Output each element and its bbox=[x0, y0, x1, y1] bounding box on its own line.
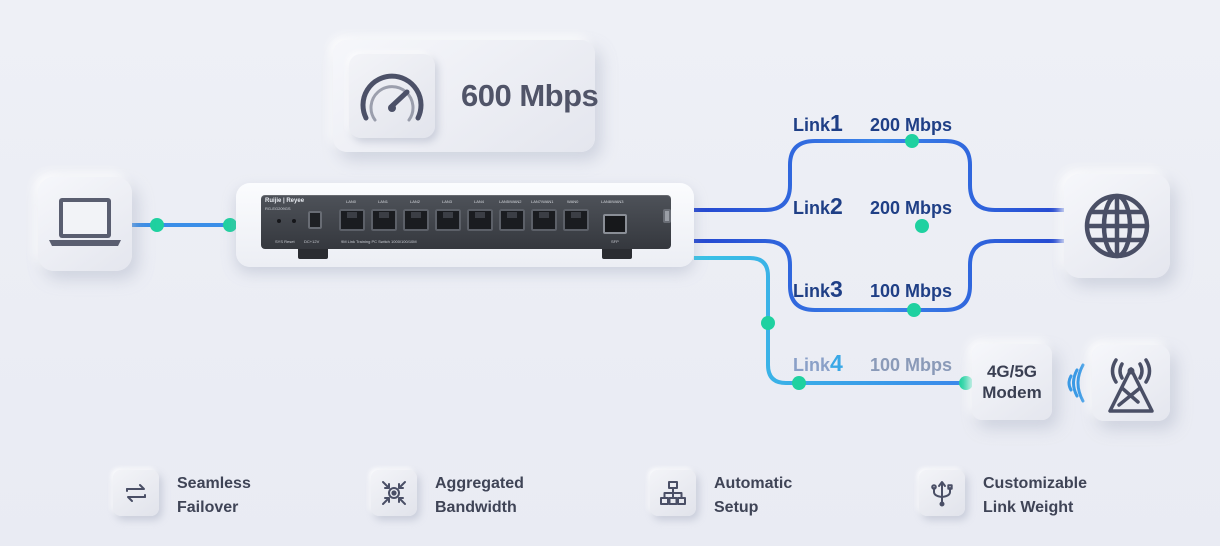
port-label: LAN1 bbox=[378, 199, 389, 204]
aggregate-speed-card: 600 Mbps bbox=[333, 40, 599, 152]
laptop-card bbox=[38, 177, 132, 271]
link-node bbox=[905, 134, 919, 148]
modem-type-label: 4G/5G bbox=[986, 362, 1038, 381]
link1-label: Link1 bbox=[793, 110, 843, 136]
port-label: WAN0 bbox=[567, 199, 579, 204]
reset-hole bbox=[292, 219, 296, 223]
link1-line bbox=[694, 139, 1066, 212]
globe-icon bbox=[1084, 193, 1150, 259]
port-label: LAN4 bbox=[474, 199, 485, 204]
link-node bbox=[150, 218, 164, 232]
link1-speed: 200 Mbps bbox=[870, 115, 952, 135]
router-brand: Ruijie | Reyee bbox=[265, 198, 305, 204]
link2-label: Link2 bbox=[793, 193, 843, 219]
link-node bbox=[792, 376, 806, 390]
ethernet-port bbox=[435, 209, 461, 231]
router-model: RG-EG209GS bbox=[265, 206, 291, 211]
sfp-caption: SFP bbox=[611, 239, 619, 244]
cell-tower-icon bbox=[1108, 358, 1154, 413]
ethernet-port bbox=[371, 209, 397, 231]
ethernet-port bbox=[563, 209, 589, 231]
link3-speed: 100 Mbps bbox=[870, 281, 952, 301]
router-front-panel: Ruijie | Reyee RG-EG209GS SYS Reset DC+1… bbox=[261, 195, 671, 249]
port-label: LAN5/WAN2 bbox=[499, 199, 522, 204]
wireless-signal-icon bbox=[1067, 363, 1085, 403]
trident-icon bbox=[919, 470, 965, 516]
link-node bbox=[907, 303, 921, 317]
port-label: LAN2 bbox=[410, 199, 421, 204]
cell-tower-card bbox=[1092, 345, 1170, 421]
modem-label: Modem bbox=[982, 383, 1042, 402]
aggregate-speed-value: 600 Mbps bbox=[461, 78, 599, 113]
link-node bbox=[915, 219, 929, 233]
modem-card: 4G/5G Modem bbox=[972, 344, 1052, 420]
ethernet-port bbox=[531, 209, 557, 231]
link2-speed: 200 Mbps bbox=[870, 198, 952, 218]
ethernet-port bbox=[403, 209, 429, 231]
sfp-port-label: LAN8/WAN3 bbox=[601, 199, 624, 204]
ground-screw-icon bbox=[663, 209, 671, 223]
ethernet-port bbox=[467, 209, 493, 231]
router-foot bbox=[602, 249, 632, 259]
ethernet-port bbox=[499, 209, 525, 231]
sys-led bbox=[277, 219, 281, 223]
sys-reset-label: SYS Reset bbox=[275, 239, 295, 244]
link-node bbox=[761, 316, 775, 330]
router-foot bbox=[298, 249, 328, 259]
laptop-icon bbox=[49, 198, 121, 246]
speedometer-icon bbox=[349, 54, 435, 138]
port-label: LAN7/WAN1 bbox=[531, 199, 554, 204]
dc-label: DC+12V bbox=[304, 239, 320, 244]
failover-arrows-icon bbox=[113, 470, 159, 516]
sfp-port bbox=[603, 214, 627, 234]
aggregate-icon bbox=[371, 470, 417, 516]
port-label: LAN3 bbox=[442, 199, 453, 204]
link3-line bbox=[694, 239, 1066, 312]
link-node bbox=[959, 376, 973, 390]
ports-caption: 9M Link Training PC Switch 1000/100/10M bbox=[341, 239, 417, 244]
power-jack bbox=[308, 211, 322, 229]
port-label: LAN0 bbox=[346, 199, 357, 204]
internet-card bbox=[1064, 174, 1170, 278]
link-node bbox=[223, 218, 237, 232]
link3-label: Link3 bbox=[793, 276, 843, 302]
router-device: Ruijie | Reyee RG-EG209GS SYS Reset DC+1… bbox=[236, 183, 694, 267]
ethernet-port bbox=[339, 209, 365, 231]
link4-speed: 100 Mbps bbox=[870, 355, 952, 375]
hierarchy-icon bbox=[650, 470, 696, 516]
link4-label: Link4 bbox=[793, 350, 843, 376]
